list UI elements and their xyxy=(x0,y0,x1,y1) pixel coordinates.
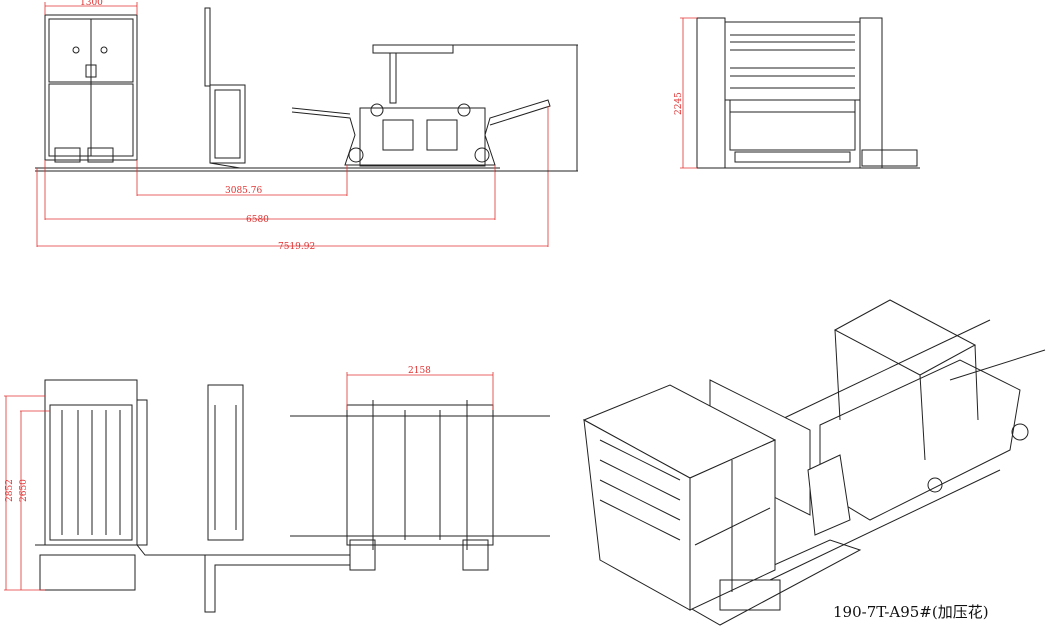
dimension-label: 2158 xyxy=(408,366,431,376)
dimension-plan-inner: 2650 xyxy=(19,410,50,590)
dimension-label: 7519.92 xyxy=(278,242,315,252)
dimension-cabinet-width: 1300 xyxy=(44,0,138,15)
dimension-a: 3085.76 xyxy=(136,160,348,196)
isometric-view xyxy=(582,299,1046,626)
dimension-overall-length: 7519.92 xyxy=(36,106,549,252)
end-elevation-view xyxy=(696,17,920,169)
dimension-frame-width: 2158 xyxy=(346,366,494,410)
dimension-label: 2245 xyxy=(674,92,684,115)
dimension-label: 1300 xyxy=(80,0,103,8)
dimension-label: 2852 xyxy=(5,479,15,502)
side-elevation-view xyxy=(35,7,551,172)
dimension-label: 6580 xyxy=(246,215,269,225)
dimension-b: 6580 xyxy=(44,160,496,225)
model-label: 190-7T-A95#(加压花) xyxy=(833,603,989,621)
dimension-vertical-right xyxy=(453,44,578,172)
dimension-height: 2245 xyxy=(674,17,697,169)
plan-view xyxy=(35,379,550,613)
dimension-label: 3085.76 xyxy=(225,186,262,196)
dimension-label: 2650 xyxy=(19,479,29,502)
dimension-plan-outer: 2852 xyxy=(4,395,45,591)
